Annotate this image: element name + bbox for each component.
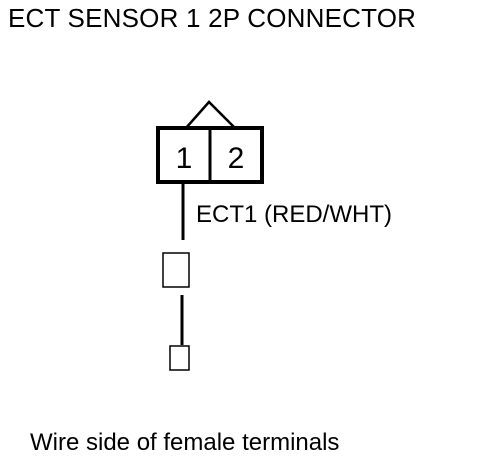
- terminal-lower: [169, 345, 190, 371]
- terminal-upper: [162, 252, 190, 288]
- pin-2-label: 2: [228, 142, 245, 175]
- connector-lock-tab: [185, 100, 236, 129]
- wire-label: ECT1 (RED/WHT): [196, 201, 392, 228]
- diagram-caption: Wire side of female terminals: [30, 429, 340, 456]
- pin-1-label: 1: [176, 142, 193, 175]
- diagram-title: ECT SENSOR 1 2P CONNECTOR: [8, 3, 417, 33]
